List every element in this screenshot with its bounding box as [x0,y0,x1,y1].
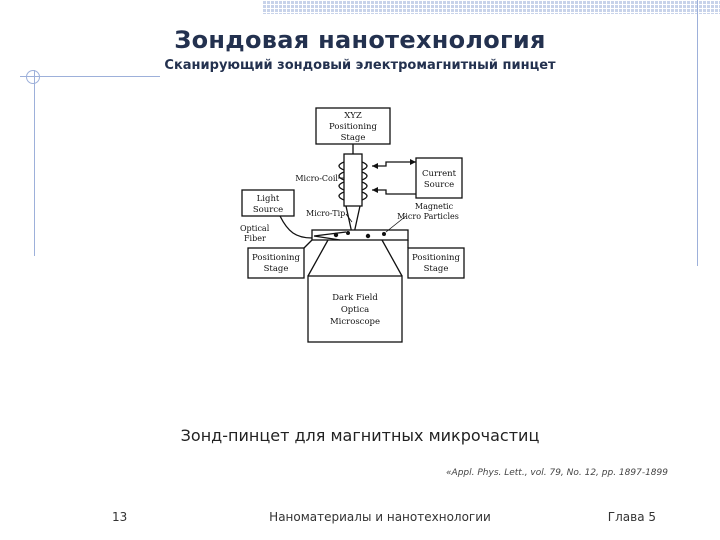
left-stage-label-1: Positioning [252,253,300,263]
right-stage-box [407,247,465,279]
particle [346,231,350,235]
left-horizontal-rule [20,76,160,77]
right-rule [697,8,698,266]
micro-tip-label: Micro-Tip [306,209,345,218]
right-stage-label-2: Stage [424,264,449,274]
coil-windings [338,161,368,201]
coil-wire-bottom [372,189,416,195]
particle [333,232,339,238]
microscope-label-1: Dark Field [332,293,378,303]
corner-circle [26,70,40,84]
left-stage-box [247,247,305,279]
source-arrow-top [410,159,416,165]
slide-title: Зондовая нанотехнология [174,26,546,54]
sample-slide [311,229,409,241]
light-source-label-1: Light [257,194,280,204]
particle [382,232,386,236]
coil-body [343,153,363,207]
microscope-box [307,275,403,343]
chapter-label: Глава 5 [607,510,656,524]
right-stage-label-1: Positioning [412,253,460,263]
figure-caption: Зонд-пинцет для магнитных микрочастиц [180,426,540,445]
coil-wire-top [372,161,416,167]
xyz-stage-label-2: Positioning [329,122,377,132]
current-source-label-1: Current [422,169,457,179]
light-source-label-2: Source [253,205,283,215]
light-rays [313,231,347,241]
xyz-stage-label-1: XYZ [344,111,362,121]
course-title: Наноматериалы и нанотехнологии [269,510,491,524]
probe-tweezer-diagram: XYZ Positioning Stage Micro-Coil Current… [240,107,465,343]
light-source-box [241,189,295,217]
microscope-label-3: Microscope [330,317,380,327]
current-source-label-2: Source [424,180,454,190]
xyz-stage-label-3: Stage [341,133,366,143]
page-number: 13 [112,510,128,524]
optical-fiber-label-1: Optical [240,224,270,233]
optical-fiber [279,215,313,239]
slide-subtitle: Сканирующий зондовый электромагнитный пи… [164,58,556,73]
magnetic-particles-label-2: Micro Particles [397,212,459,221]
coil-arrow-bottom [372,187,378,193]
left-stage-label-2: Stage [264,264,289,274]
microscope-label-2: Optica [341,305,369,315]
citation: «Appl. Phys. Lett., vol. 79, No. 12, pp.… [446,468,668,478]
coil-arrow-top [372,163,378,169]
right-rule-top [697,0,698,14]
header-grid-band [262,0,720,14]
magnetic-particles-label-1: Magnetic [415,202,454,211]
current-source-box [415,157,463,199]
micro-coil-label: Micro-Coil [295,174,338,183]
microscope-cone [307,239,403,277]
optical-fiber-label-2: Fiber [244,234,266,243]
particle [365,233,371,239]
left-vertical-rule [34,70,35,256]
